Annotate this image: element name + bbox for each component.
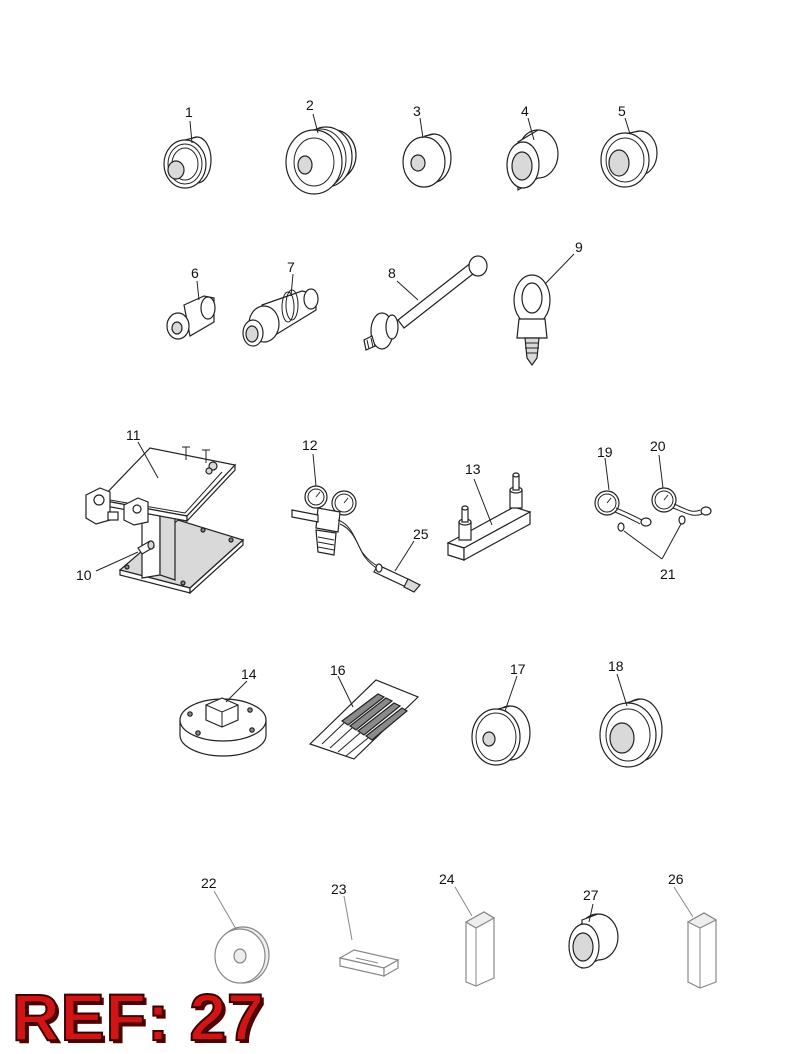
label-17: 17 xyxy=(510,661,526,677)
label-6: 6 xyxy=(191,265,199,281)
part-18[interactable]: 18 xyxy=(599,658,663,768)
label-14: 14 xyxy=(241,666,257,682)
part-27[interactable]: 27 xyxy=(568,887,619,969)
label-19: 19 xyxy=(597,444,613,460)
label-27: 27 xyxy=(583,887,599,903)
part-9[interactable]: 9 xyxy=(513,239,583,367)
label-11: 11 xyxy=(126,427,141,443)
label-21: 21 xyxy=(660,566,676,582)
part-6[interactable]: 6 xyxy=(166,265,216,340)
part-23[interactable]: 23 xyxy=(331,881,400,978)
label-8: 8 xyxy=(388,265,396,281)
part-13[interactable]: 13 xyxy=(446,461,532,562)
label-16: 16 xyxy=(330,662,346,678)
part-2[interactable]: 2 xyxy=(285,97,357,195)
label-3: 3 xyxy=(413,103,421,119)
label-2: 2 xyxy=(306,97,314,113)
part-1[interactable]: 1 xyxy=(163,104,212,189)
part-14[interactable]: 14 xyxy=(179,666,267,757)
part-8[interactable]: 8 xyxy=(363,255,488,351)
label-20: 20 xyxy=(650,438,666,454)
part-20[interactable]: 20 xyxy=(650,438,712,516)
part-25[interactable]: 25 xyxy=(373,526,429,593)
label-24: 24 xyxy=(439,871,455,887)
reference-label: REF: 27 xyxy=(11,980,265,1054)
part-3[interactable]: 3 xyxy=(402,103,452,188)
label-22: 22 xyxy=(201,875,217,891)
label-7: 7 xyxy=(287,259,295,275)
part-21[interactable]: 21 xyxy=(617,515,686,582)
part-7[interactable]: 7 xyxy=(242,259,319,347)
label-18: 18 xyxy=(608,658,624,674)
label-5: 5 xyxy=(618,103,626,119)
label-23: 23 xyxy=(331,881,347,897)
part-10[interactable]: 10 xyxy=(76,540,155,583)
label-26: 26 xyxy=(668,871,684,887)
part-11[interactable]: 11 xyxy=(85,427,245,595)
label-12: 12 xyxy=(302,437,318,453)
part-19[interactable]: 19 xyxy=(594,444,652,527)
part-26[interactable]: 26 xyxy=(668,871,718,989)
label-13: 13 xyxy=(465,461,481,477)
label-1: 1 xyxy=(185,104,193,120)
label-25: 25 xyxy=(413,526,429,542)
part-16[interactable]: 16 xyxy=(308,662,420,760)
part-24[interactable]: 24 xyxy=(439,871,496,987)
label-4: 4 xyxy=(521,103,529,119)
part-12[interactable]: 12 xyxy=(291,437,385,573)
part-5[interactable]: 5 xyxy=(600,103,658,188)
part-22[interactable]: 22 xyxy=(201,875,270,984)
part-17[interactable]: 17 xyxy=(471,661,531,766)
label-10: 10 xyxy=(76,567,92,583)
part-4[interactable]: 4 xyxy=(506,103,559,192)
label-9: 9 xyxy=(575,239,583,255)
